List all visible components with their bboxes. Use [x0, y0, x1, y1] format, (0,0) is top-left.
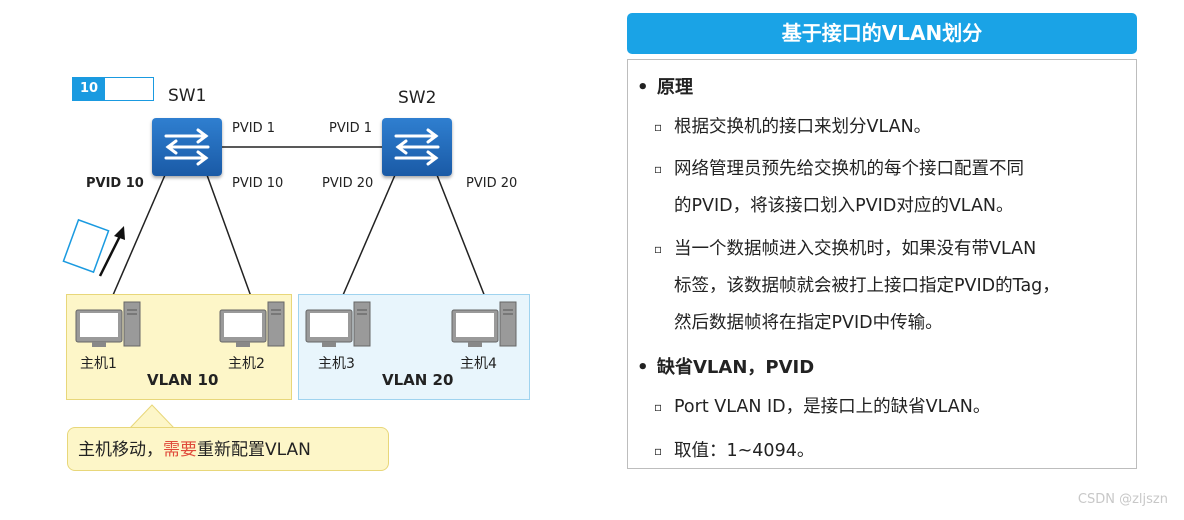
pvid-label: PVID 20 — [322, 176, 374, 191]
list-item-line: Port VLAN ID，是接口上的缺省VLAN。 — [674, 397, 991, 417]
panel-title: 基于接口的VLAN划分 — [627, 13, 1137, 54]
computer-icon — [451, 301, 517, 347]
host-label: 主机4 — [460, 356, 497, 372]
bullet-dot-icon: • — [637, 357, 649, 378]
vlan-tag: 10 — [72, 77, 154, 101]
square-bullet-icon: ▫ — [654, 444, 663, 458]
list-item-line: 取值：1~4094。 — [674, 441, 815, 461]
host-label: 主机1 — [80, 356, 117, 372]
switch-icon — [152, 118, 222, 176]
data-frame-icon — [62, 218, 110, 274]
square-bullet-icon: ▫ — [654, 242, 663, 256]
square-bullet-icon: ▫ — [654, 162, 663, 176]
watermark: CSDN @zljszn — [1077, 492, 1168, 507]
link-sw1-host1 — [109, 174, 166, 303]
callout-highlight: 需要 — [163, 440, 197, 460]
vlan-label: VLAN 10 — [147, 371, 219, 389]
list-item: ▫ Port VLAN ID，是接口上的缺省VLAN。 — [654, 389, 991, 426]
hosts-layer — [75, 301, 517, 347]
switch-icon — [382, 118, 452, 176]
host-label: 主机3 — [318, 356, 355, 372]
callout-text: 主机移动， — [78, 440, 163, 460]
pvid-label: PVID 1 — [232, 121, 275, 136]
pvid-label: PVID 20 — [466, 176, 518, 191]
callout-text: 重新配置VLAN — [197, 440, 311, 460]
arrow-up-icon — [98, 226, 125, 277]
pvid-label: PVID 1 — [329, 121, 372, 136]
list-item-line: 根据交换机的接口来划分VLAN。 — [674, 117, 932, 137]
list-item-line: 然后数据帧将在指定PVID中传输。 — [674, 313, 943, 333]
computer-icon — [75, 301, 141, 347]
pvid-label: PVID 10 — [86, 176, 144, 191]
panel-body — [627, 59, 1137, 469]
list-item: ▫ 网络管理员预先给交换机的每个接口配置不同 的PVID，将该接口划入PVID对… — [654, 151, 1024, 225]
link-lines — [62, 146, 488, 429]
list-item: ▫ 取值：1~4094。 — [654, 433, 815, 470]
section-heading-text: 缺省VLAN，PVID — [657, 357, 815, 378]
list-item: ▫ 当一个数据帧进入交换机时，如果没有带VLAN 标签，该数据帧就会被打上接口指… — [654, 231, 1060, 342]
list-item-line: 标签，该数据帧就会被打上接口指定PVID的Tag， — [674, 276, 1060, 296]
section-heading: • 缺省VLAN，PVID — [637, 353, 814, 379]
link-sw2-host4 — [436, 174, 488, 303]
section-heading: • 原理 — [637, 73, 693, 99]
link-sw2-host3 — [339, 174, 396, 303]
vlan-label: VLAN 20 — [382, 371, 454, 389]
vlan-tag-value: 10 — [73, 78, 105, 100]
link-sw1-host2 — [206, 174, 254, 303]
square-bullet-icon: ▫ — [654, 400, 663, 414]
switch-name-sw1: SW1 — [168, 86, 207, 106]
list-item: ▫ 根据交换机的接口来划分VLAN。 — [654, 109, 932, 146]
computer-icon — [305, 301, 371, 347]
host-label: 主机2 — [228, 356, 265, 372]
pvid-label: PVID 10 — [232, 176, 284, 191]
list-item-line: 当一个数据帧进入交换机时，如果没有带VLAN — [674, 239, 1037, 259]
square-bullet-icon: ▫ — [654, 120, 663, 134]
callout-note: 主机移动，需要重新配置VLAN — [67, 427, 389, 471]
switch-name-sw2: SW2 — [398, 88, 437, 108]
section-heading-text: 原理 — [657, 77, 693, 98]
list-item-line: 的PVID，将该接口划入PVID对应的VLAN。 — [674, 196, 1014, 216]
bullet-dot-icon: • — [637, 77, 649, 98]
list-item-line: 网络管理员预先给交换机的每个接口配置不同 — [674, 159, 1024, 179]
computer-icon — [219, 301, 285, 347]
